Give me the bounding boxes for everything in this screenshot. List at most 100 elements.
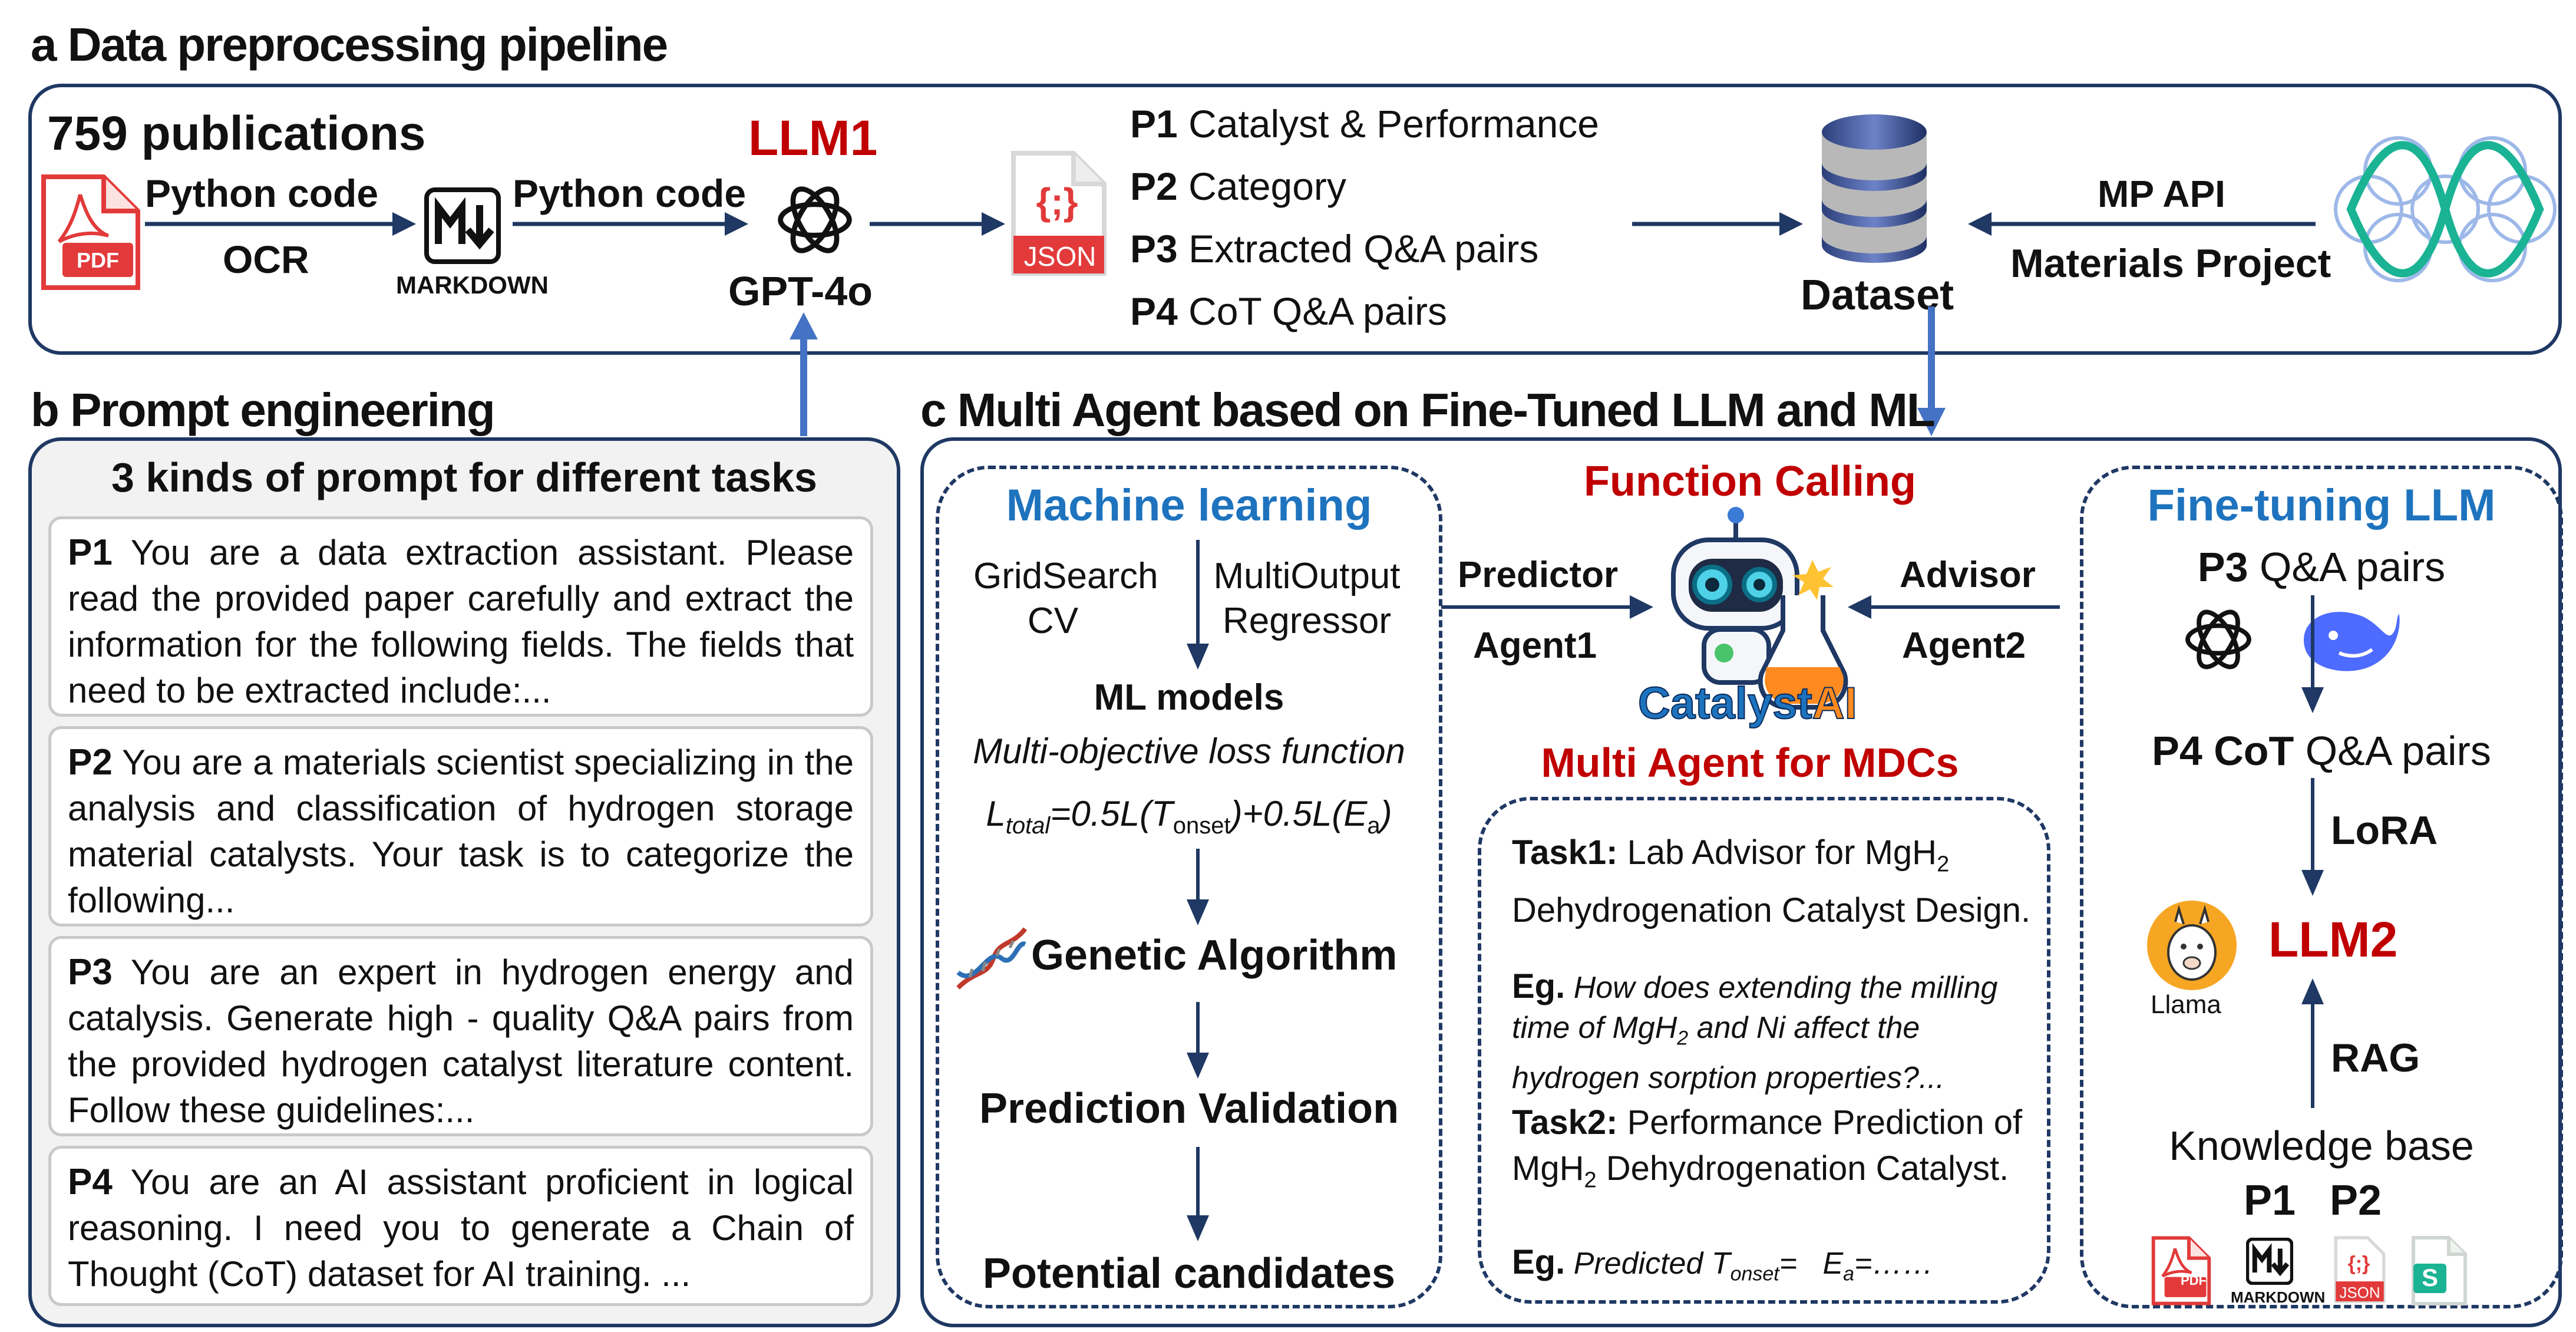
eg2-text: = E xyxy=(1779,1247,1844,1281)
mp-api-label: MP API xyxy=(2098,173,2225,215)
multioutput-label: MultiOutput Regressor xyxy=(1207,554,1407,644)
ft-tag: P3 xyxy=(2197,544,2248,590)
fine-tuning-box xyxy=(2080,466,2563,1308)
output-text: Extracted Q&A pairs xyxy=(1188,227,1539,271)
output-text: CoT Q&A pairs xyxy=(1188,289,1448,333)
task1-text: Lab Advisor for MgH xyxy=(1627,833,1937,872)
llm2-label: LLM2 xyxy=(2268,912,2398,967)
arrow-to-p4 xyxy=(2301,595,2324,713)
validation-label: Prediction Validation xyxy=(979,1085,1399,1132)
ft-p4-label: P4 CoT Q&A pairs xyxy=(2080,727,2563,774)
llama-label: Llama xyxy=(2151,990,2221,1019)
arrow2-top-label: Python code xyxy=(513,172,747,215)
prompt-card-p3: P3 You are an expert in hydrogen energy … xyxy=(48,936,873,1136)
section-letter: b xyxy=(31,384,60,436)
json-label: JSON xyxy=(1023,241,1097,272)
agent2-label: Agent2 xyxy=(1902,625,2026,666)
formula-part: L xyxy=(986,794,1006,833)
multi-agent-label: Multi Agent for MDCs xyxy=(1541,740,1959,786)
arrow-to-llm2 xyxy=(2301,778,2324,896)
kb-p1-label: P1 xyxy=(2244,1177,2296,1224)
advisor-label: Advisor xyxy=(1900,555,2036,595)
arrow-prompt-to-gpt xyxy=(790,312,818,436)
ml-title: Machine learning xyxy=(1006,480,1372,530)
multioutput-line2: Regressor xyxy=(1223,601,1391,641)
eg2-text: =…… xyxy=(1854,1247,1934,1281)
arrow-json-to-dataset xyxy=(1632,212,1803,236)
arrow1-top-label: Python code xyxy=(145,172,379,215)
llm1-label: LLM1 xyxy=(748,110,878,166)
svg-text:{;}: {;} xyxy=(1036,180,1078,223)
markdown-icon xyxy=(2246,1238,2293,1285)
output-tag: P4 xyxy=(1130,289,1178,333)
pipeline-panel xyxy=(28,84,2562,355)
prompt-tag: P2 xyxy=(68,742,113,783)
tasks-box xyxy=(1478,797,2050,1304)
loss-formula: Ltotal=0.5L(Tonset)+0.5L(Ea) xyxy=(936,793,1442,839)
materials-project-logo-icon xyxy=(2334,136,2557,282)
task1-sub: 2 xyxy=(1937,852,1950,877)
task2-sub: 2 xyxy=(1584,1168,1597,1193)
output-p1: P1 Catalyst & Performance xyxy=(1130,101,1599,146)
output-text: Category xyxy=(1188,164,1346,208)
json-file-icon: {;} xyxy=(2334,1236,2386,1303)
arrow-rag-to-llm2 xyxy=(2301,978,2324,1108)
ml-box xyxy=(936,466,1442,1308)
section-letter: c xyxy=(920,384,946,436)
output-text: Catalyst & Performance xyxy=(1188,102,1600,146)
arrow1-bottom-label: OCR xyxy=(223,238,309,281)
prompt-card-p2: P2 You are a materials scientist special… xyxy=(48,726,873,927)
eg2-block: Eg. Predicted Tonset= Ea=…… xyxy=(1512,1242,2042,1294)
eg2-label: Eg. xyxy=(1512,1243,1566,1281)
output-tag: P2 xyxy=(1130,164,1178,208)
prompt-tag: P1 xyxy=(68,532,113,573)
output-p2: P2 Category xyxy=(1130,164,1346,209)
task2-text: Dehydrogenation Catalyst. xyxy=(1606,1149,2009,1188)
kb-sheet-label: S xyxy=(2421,1264,2438,1291)
section-title: Data preprocessing pipeline xyxy=(67,18,668,71)
database-icon xyxy=(1822,114,1927,263)
arrow-dataset-to-agents xyxy=(1917,306,1946,436)
prompt-card-p4: P4 You are an AI assistant proficient in… xyxy=(48,1146,873,1306)
svg-text:PDF: PDF xyxy=(77,248,119,272)
predictor-label: Predictor xyxy=(1458,555,1619,595)
formula-part: ) xyxy=(1380,794,1392,833)
prompt-card-p1: P1 You are a data extraction assistant. … xyxy=(48,516,873,717)
pdf-icon xyxy=(2151,1236,2211,1305)
arrow-to-candidates xyxy=(1187,1147,1209,1241)
eg1-text: How does extending the milling time of M… xyxy=(1512,971,1998,1045)
ft-tag: P4 CoT xyxy=(2152,728,2294,774)
output-p4: P4 CoT Q&A pairs xyxy=(1130,289,1447,334)
openai-logo-icon xyxy=(2185,609,2251,670)
publications-count: 759 publications xyxy=(47,107,426,160)
arrow-to-validation xyxy=(1187,1002,1209,1079)
spreadsheet-icon xyxy=(2412,1236,2467,1305)
gridsearch-line1: GridSearch xyxy=(973,556,1158,596)
logo-word2: AI xyxy=(1812,678,1858,729)
section-title: Multi Agent based on Fine-Tuned LLM and … xyxy=(957,384,1936,436)
pdf-icon: PDF xyxy=(41,174,140,290)
section-c-title: c Multi Agent based on Fine-Tuned LLM an… xyxy=(920,383,1936,437)
markdown-icon xyxy=(424,187,501,264)
output-tag: P3 xyxy=(1130,227,1178,271)
formula-part: =0.5L(T xyxy=(1050,794,1173,833)
task2-label: Task2: xyxy=(1512,1103,1618,1142)
gridsearch-line2: CV xyxy=(1027,601,1079,641)
gridsearch-label: GridSearch CV xyxy=(973,554,1158,644)
eg1-sub: 2 xyxy=(1677,1027,1689,1050)
task2-block: Task2: Performance Prediction of MgH2 De… xyxy=(1512,1100,2042,1204)
formula-sub: a xyxy=(1367,813,1381,839)
arrow-ft-to-robot xyxy=(1848,595,2060,619)
prompt-text: You are an expert in hydrogen energy and… xyxy=(68,952,854,1130)
eg1-block: Eg. How does extending the milling time … xyxy=(1512,967,2042,1098)
output-p3: P3 Extracted Q&A pairs xyxy=(1130,226,1538,271)
svg-text:{;}: {;} xyxy=(2348,1252,2370,1275)
section-b-title: b Prompt engineering xyxy=(31,383,496,437)
eg2-sub: a xyxy=(1843,1262,1855,1285)
arrow-markdown-to-gpt xyxy=(513,212,748,236)
ml-models-label: ML models xyxy=(1094,677,1284,718)
catalyst-ai-logo: CatalystAI xyxy=(1637,678,1858,729)
kb-markdown-label: MARKDOWN xyxy=(2231,1288,2326,1306)
prompt-tag: P3 xyxy=(68,952,113,993)
ft-text: Q&A pairs xyxy=(2305,728,2491,774)
